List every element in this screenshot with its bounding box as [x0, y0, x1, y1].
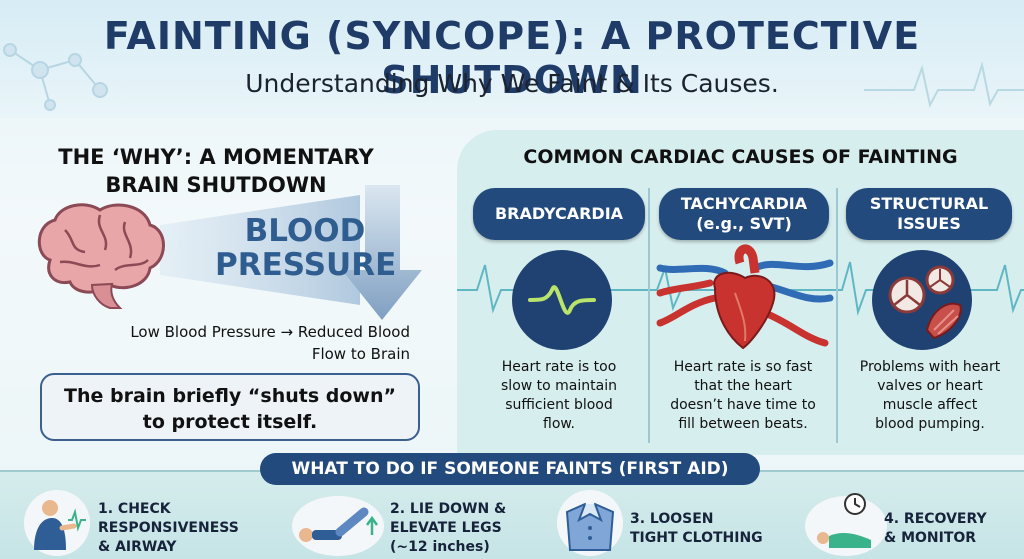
desc-line: that the heart: [694, 378, 792, 394]
step-line: 4. RECOVERY: [884, 511, 987, 527]
desc-line: blood pumping.: [875, 416, 985, 432]
step-line: RESPONSIVENESS: [98, 520, 239, 536]
page-subtitle: Understanding Why We Faint & Its Causes.: [245, 69, 779, 98]
step-line: 1. CHECK: [98, 501, 171, 517]
low-bp-line2: Flow to Brain: [311, 345, 410, 363]
desc-line: muscle affect: [882, 397, 978, 413]
step-2-label: 2. LIE DOWN & ELEVATE LEGS (~12 inches): [390, 500, 506, 557]
callout-line1: The brain briefly “shuts down”: [64, 385, 396, 407]
why-section-title: THE ‘WHY’: A MOMENTARY BRAIN SHUTDOWN: [36, 143, 396, 199]
step-4-label: 4. RECOVERY & MONITOR: [884, 510, 987, 548]
ecg-line-decoration-icon: [864, 61, 1024, 108]
desc-line: valves or heart: [877, 378, 983, 394]
tachycardia-label: TACHYCARDIA (e.g., SVT): [659, 188, 829, 240]
why-title-line1: THE ‘WHY’: A MOMENTARY: [58, 145, 374, 169]
tachycardia-label-line1: TACHYCARDIA: [680, 194, 808, 213]
step-3-label: 3. LOOSEN TIGHT CLOTHING: [630, 510, 763, 548]
desc-line: Heart rate is so fast: [673, 359, 813, 375]
low-bp-line1: Low Blood Pressure → Reduced Blood: [130, 323, 410, 341]
causes-title: COMMON CARDIAC CAUSES OF FAINTING: [523, 146, 958, 168]
bradycardia-label: BRADYCARDIA: [473, 188, 645, 240]
bp-line2: PRESSURE: [215, 247, 397, 283]
shirt-collar-icon: [557, 490, 623, 556]
heart-icon: [656, 244, 834, 350]
step-1-label: 1. CHECK RESPONSIVENESS & AIRWAY: [98, 500, 239, 557]
blood-pressure-label: BLOOD PRESSURE: [215, 213, 397, 283]
bradycardia-label-text: BRADYCARDIA: [494, 204, 624, 223]
step-line: 3. LOOSEN: [630, 511, 714, 527]
desc-line: doesn’t have time to: [670, 397, 816, 413]
step-line: & AIRWAY: [98, 539, 177, 555]
step-line: 2. LIE DOWN &: [390, 501, 507, 517]
step-line: (~12 inches): [390, 539, 490, 555]
structural-label-line1: STRUCTURAL: [869, 194, 989, 213]
structural-issues-label: STRUCTURAL ISSUES: [846, 188, 1012, 240]
elevate-legs-icon: [292, 496, 384, 556]
bp-line1: BLOOD: [244, 213, 366, 249]
molecule-decoration-icon: [3, 43, 108, 111]
desc-line: Problems with heart: [859, 359, 1001, 375]
brain-icon: [37, 203, 165, 309]
desc-line: slow to maintain: [501, 378, 617, 394]
step-line: ELEVATE LEGS: [390, 520, 502, 536]
desc-line: fill between beats.: [678, 416, 808, 432]
step-line: & MONITOR: [884, 530, 977, 546]
tachycardia-description: Heart rate is so fast that the heart doe…: [650, 358, 836, 434]
bradycardia-description: Heart rate is too slow to maintain suffi…: [470, 358, 648, 434]
blood-pressure-arrow-icon: [160, 185, 422, 320]
callout-line2: to protect itself.: [142, 411, 318, 433]
page-title: FAINTING (SYNCOPE): A PROTECTIVE SHUTDOW…: [103, 14, 921, 102]
slow-heartbeat-wave-icon: [512, 250, 612, 350]
recovery-position-icon: [805, 493, 887, 556]
heart-valves-icon: [872, 250, 972, 350]
divider-1: [648, 188, 650, 443]
brain-shutdown-callout: The brain briefly “shuts down” to protec…: [40, 373, 420, 441]
header: FAINTING (SYNCOPE): A PROTECTIVE SHUTDOW…: [0, 0, 1024, 118]
desc-line: sufficient blood: [505, 397, 613, 413]
desc-line: Heart rate is too: [501, 359, 617, 375]
structural-issues-description: Problems with heart valves or heart musc…: [836, 358, 1024, 434]
tachycardia-label-line2: (e.g., SVT): [696, 214, 792, 233]
structural-label-line2: ISSUES: [897, 214, 961, 233]
check-pulse-icon: [24, 490, 90, 556]
step-line: TIGHT CLOTHING: [630, 530, 763, 546]
desc-line: flow.: [543, 416, 575, 432]
first-aid-banner: WHAT TO DO IF SOMEONE FAINTS (FIRST AID): [260, 453, 760, 485]
divider-2: [836, 188, 838, 443]
why-title-line2: BRAIN SHUTDOWN: [105, 173, 327, 197]
low-bp-explanation: Low Blood Pressure → Reduced Blood Flow …: [60, 321, 410, 365]
